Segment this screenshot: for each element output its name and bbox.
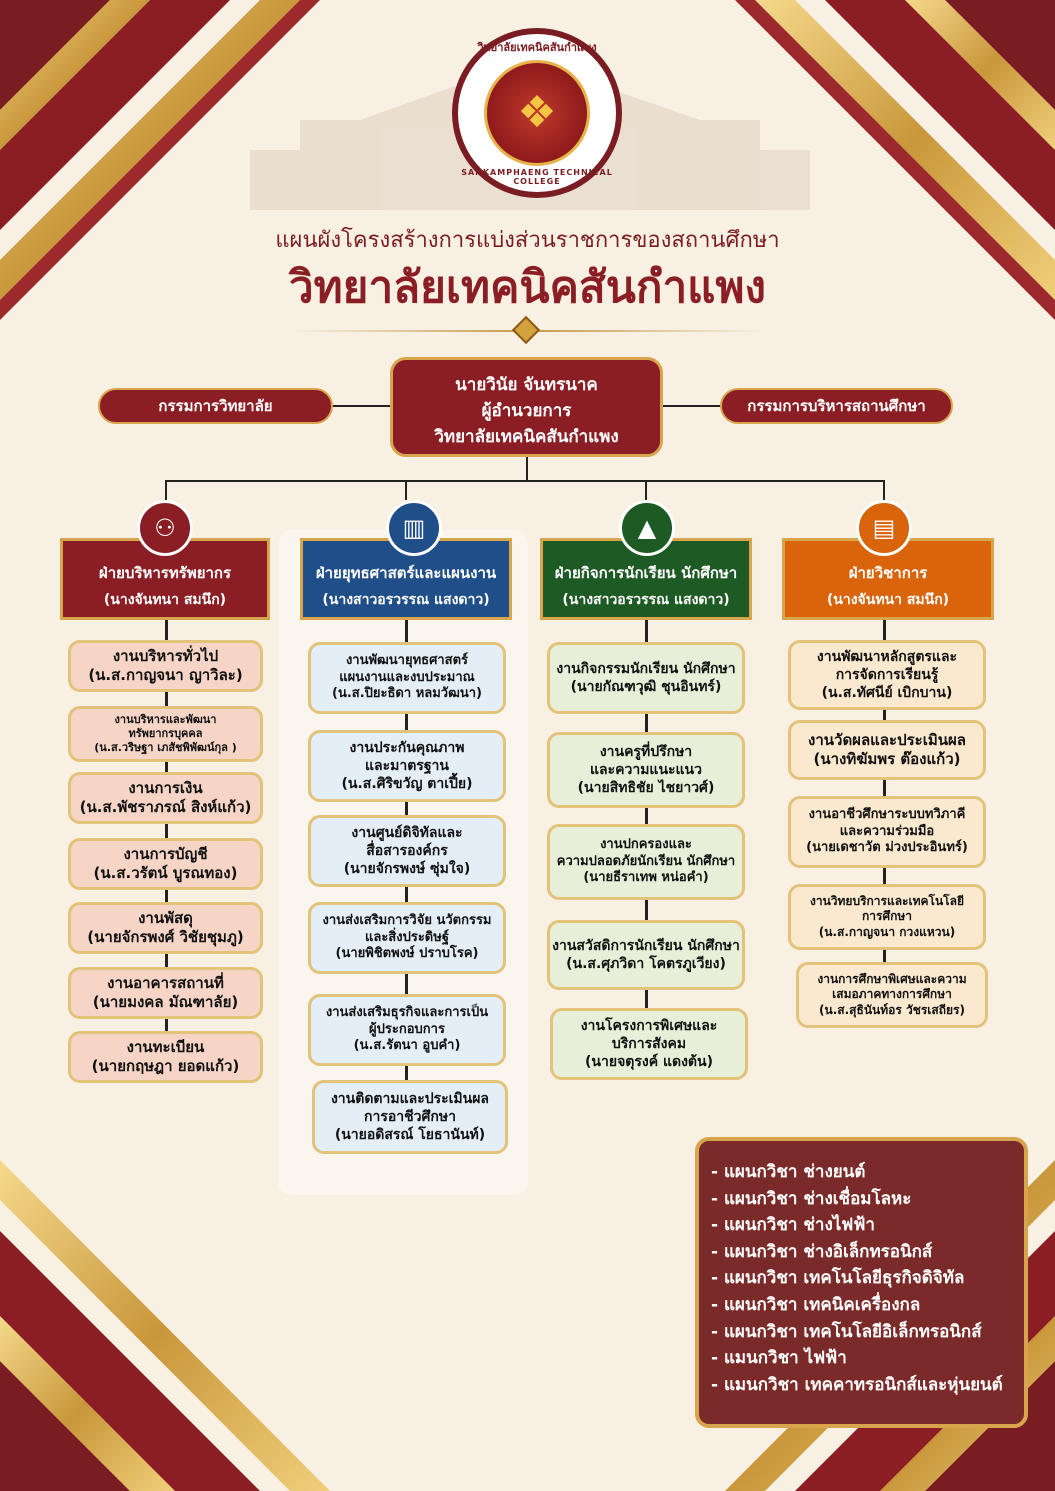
dept-resource-name: ฝ่ายบริหารทรัพยากร — [98, 564, 232, 582]
unit-card: งานวิทยบริการและเทคโนโลยีการศึกษา(น.ส.กา… — [788, 884, 986, 950]
unit-card: งานส่งเสริมธุรกิจและการเป็นผู้ประกอบการ(… — [308, 994, 506, 1066]
dept-student-name: ฝ่ายกิจการนักเรียน นักศึกษา — [554, 564, 738, 582]
seal-emblem-icon: ❖ — [517, 87, 557, 138]
program-item: - แผนกวิชา ช่างไฟฟ้า — [711, 1215, 875, 1236]
unit-card: งานบริหารทั่วไป(น.ส.กาญจนา ญาวิละ) — [68, 640, 263, 692]
unit-card: งานสวัสดิการนักเรียน นักศึกษา(น.ส.ศุภวิด… — [547, 920, 745, 990]
unit-card: งานพัฒนายุทธศาสตร์แผนงานและงบประมาณ(น.ส.… — [308, 642, 506, 714]
dept-academic-name: ฝ่ายวิชาการ — [848, 564, 928, 582]
unit-card: งานอาคารสถานที่(นายมงคล มัณฑาลัย) — [68, 967, 263, 1019]
unit-card: งานพัสดุ(นายจักรพงศ์ วิชัยชุมภู) — [68, 902, 263, 954]
unit-card: งานประกันคุณภาพและมาตรฐาน(น.ส.ศิริขวัญ ต… — [308, 730, 506, 802]
dept-student-head: (นางสาวอรวรรณ แสงดาว) — [562, 592, 730, 608]
dept-resource-head: (นางจันทนา สมนึก) — [103, 592, 227, 608]
director-box: นายวินัย จันทรนาค ผู้อำนวยการ วิทยาลัยเท… — [390, 357, 663, 457]
program-item: - แผนกวิชา ช่างอิเล็กทรอนิกส์ — [711, 1241, 933, 1262]
dept-academic-head: (นางจันทนา สมนึก) — [826, 592, 950, 608]
program-item: - แผนกวิชา เทคโนโลยีอิเล็กทรอนิกส์ — [711, 1321, 982, 1342]
page-subtitle: แผนผังโครงสร้างการแบ่งส่วนราชการของสถานศ… — [275, 228, 780, 253]
connector-dept-3 — [645, 480, 647, 500]
graduation-cap-icon: ▲ — [619, 500, 675, 556]
admin-committee-box: กรรมการบริหารสถานศึกษา — [720, 388, 953, 424]
unit-card: งานกิจกรรมนักเรียน นักศึกษา(นายกัณฑวุฒิ … — [547, 642, 745, 714]
director-org: วิทยาลัยเทคนิคสันกำแพง — [434, 427, 619, 447]
program-item: - แผนกวิชา ช่างยนต์ — [711, 1162, 866, 1182]
director-position: ผู้อำนวยการ — [481, 401, 572, 421]
program-item: - แผนกวิชา ช่างเชื่อมโลหะ — [711, 1188, 912, 1209]
logo-text-thai: วิทยาลัยเทคนิคสันกำแพง — [477, 41, 597, 54]
unit-card: งานครูที่ปรึกษาและความแนะแนว(นายสิทธิชัย… — [547, 732, 745, 808]
connector-director-down — [526, 457, 528, 481]
unit-card: งานการบัญชี(น.ส.วรัตน์ บูรณทอง) — [68, 838, 263, 890]
unit-card: งานการศึกษาพิเศษและความเสมอภาคทางการศึกษ… — [796, 962, 988, 1028]
program-item: - แผนกวิชา เทคนิคเครื่องกล — [711, 1294, 921, 1315]
unit-card: งานการเงิน(น.ส.พัชราภรณ์ สิงห์แก้ว) — [68, 772, 263, 824]
college-committee-label: กรรมการวิทยาลัย — [158, 397, 273, 415]
dept-strategy-name: ฝ่ายยุทธศาสตร์และแผนงาน — [315, 564, 497, 582]
dept-strategy-head: (นางสาวอรวรรณ แสงดาว) — [322, 592, 490, 608]
program-item: - แผนกวิชา เทคโนโลยีธุรกิจดิจิทัล — [711, 1268, 965, 1289]
unit-card: งานอาชีวศึกษาระบบทวิภาคีและความร่วมมือ(น… — [788, 796, 986, 868]
college-logo: วิทยาลัยเทคนิคสันกำแพง ❖ SANKAMPHAENG TE… — [452, 28, 622, 198]
admin-committee-label: กรรมการบริหารสถานศึกษา — [747, 397, 926, 415]
unit-card: งานส่งเสริมการวิจัย นวัตกรรมและสิ่งประดิ… — [308, 902, 506, 974]
unit-card: งานติดตามและประเมินผลการอาชีวศึกษา(นายอด… — [312, 1080, 508, 1154]
connector-dept-4 — [883, 480, 885, 500]
connector-right-committee — [663, 405, 720, 407]
unit-card: งานพัฒนาหลักสูตรและการจัดการเรียนรู้(น.ส… — [788, 640, 986, 710]
academic-programs-box: - แผนกวิชา ช่างยนต์ - แผนกวิชา ช่างเชื่อ… — [695, 1137, 1028, 1428]
spine-student — [645, 620, 648, 1015]
unit-card: งานศูนย์ดิจิทัลและสื่อสารองค์กร(นายจักรพ… — [308, 815, 506, 887]
unit-card: งานทะเบียน(นายกฤษฎา ยอดแก้ว) — [68, 1031, 263, 1083]
people-network-icon: ⚇ — [137, 500, 193, 556]
connector-left-committee — [333, 405, 390, 407]
unit-card: งานปกครองและความปลอดภัยนักเรียน นักศึกษา… — [547, 824, 745, 900]
logo-text-english: SANKAMPHAENG TECHNICAL COLLEGE — [461, 168, 613, 186]
spine-academic — [883, 620, 886, 965]
connector-dept-2 — [405, 480, 407, 500]
page-title: วิทยาลัยเทคนิคสันกำแพง — [288, 262, 767, 313]
spine-resource — [165, 620, 168, 1040]
director-name: นายวินัย จันทรนาค — [455, 375, 598, 395]
college-committee-box: กรรมการวิทยาลัย — [98, 388, 333, 424]
logo-seal: ❖ — [484, 60, 590, 166]
unit-card: งานโครงการพิเศษและบริการสังคม(นายจตุรงค์… — [550, 1008, 748, 1080]
growth-chart-icon: ▥ — [386, 500, 442, 556]
connector-dept-1 — [165, 480, 167, 500]
program-item: - แมนกวิชา ไฟฟ้า — [711, 1348, 847, 1369]
connector-horizontal-bus — [165, 480, 883, 482]
program-item: - แมนกวิชา เทคคาทรอนิกส์และหุ่นยนต์ — [711, 1374, 1003, 1395]
book-icon: ▤ — [856, 500, 912, 556]
dept-student-header: ฝ่ายกิจการนักเรียน นักศึกษา (นางสาวอรวรร… — [540, 538, 752, 620]
unit-card: งานบริหารและพัฒนาทรัพยากรบุคคล(น.ส.วริษฐ… — [68, 706, 263, 762]
unit-card: งานวัดผลและประเมินผล(นางทิฆัมพร ต๊องแก้ว… — [788, 720, 986, 780]
